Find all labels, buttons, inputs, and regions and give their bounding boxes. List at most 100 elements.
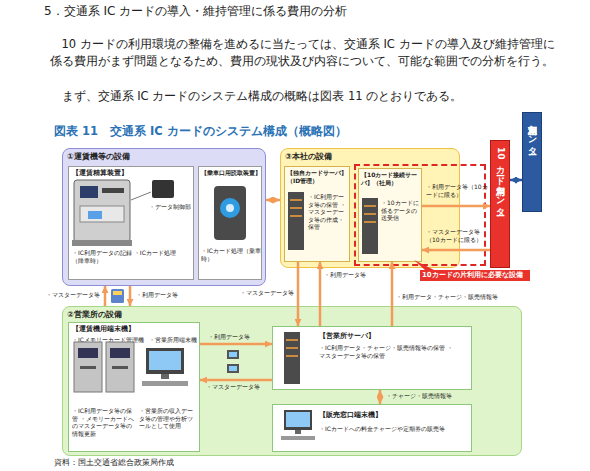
pc-stand — [295, 430, 301, 434]
memory-card-manager — [74, 342, 102, 392]
equipment-group: ②営業所の設備【運賃機用端末機】・ICメモリーカード管理機・営業所用端末機・IC… — [62, 306, 522, 456]
pc-keyboard — [281, 436, 315, 440]
box-heading: 【運賃機用端末機】 — [72, 325, 135, 333]
box-text: ・IC利用データ・チャージ・販売情報等の保管 ・マスターデータ等の保管 — [319, 344, 469, 359]
terminal-box: 【運賃機用端末機】・ICメモリーカード管理機・営業所用端末機・IC利用データ等の… — [68, 322, 200, 452]
center-box: 10カード利用センター — [490, 140, 510, 268]
server-stripe — [286, 339, 298, 341]
leader-line — [131, 192, 151, 200]
box-heading: 【乗車口用読取装置】 — [201, 169, 261, 177]
server-stripe — [286, 355, 298, 357]
fare-machine-body — [74, 180, 130, 242]
data-flow-arrow — [422, 249, 490, 252]
reader-pad — [220, 198, 240, 218]
pc-screen — [286, 412, 310, 427]
memory-card-manager — [106, 342, 134, 392]
data-flow-arrow — [422, 205, 490, 208]
body-paragraph: 10 カードの利用環境の整備を進めるに当たっては、交通系 IC カードの導入及び… — [50, 36, 555, 70]
group-heading: ①運賃機等の設備 — [67, 152, 130, 162]
manager-screen — [78, 348, 98, 358]
memory-card-chip — [113, 291, 122, 295]
body-paragraph: まず、交通系 IC カードのシステム構成の概略は図表 11 のとおりである。 — [50, 88, 555, 105]
server-stripe — [364, 221, 376, 223]
box-text: ・IC利用データの記録 ・ICカード処理（降車時） — [72, 249, 192, 264]
box-text: ・IC利用データ等の保管 ・マスターデータ等の作成・保管 — [308, 193, 348, 231]
fare-machine-panel — [80, 206, 124, 222]
center-label: 10カード利用センター — [495, 147, 506, 210]
data-flow-arrow — [129, 286, 132, 306]
server-tower — [288, 192, 304, 250]
server-stripe — [290, 199, 302, 201]
box-text: ・ICカードへの料金チャージや定期券の販売等 — [319, 425, 469, 433]
equipment-group: ①運賃機等の設備【運賃精算装置】・データ制御部・IC利用データの記録 ・ICカー… — [62, 148, 266, 286]
data-control-unit — [152, 180, 174, 198]
server-stripe — [364, 213, 376, 215]
group-heading: ③本社の設備 — [285, 152, 332, 162]
network-icon-screen — [229, 366, 237, 371]
pc-keyboard — [142, 381, 188, 386]
manager-screen — [110, 348, 130, 358]
equipment-box: 【乗車口用読取装置】・ICカード処理（乗車時） — [198, 166, 262, 280]
data-flow-arrow — [510, 179, 522, 182]
callout-label: 10カードの片利用に必要な設備 — [420, 270, 530, 281]
card-slot — [112, 366, 128, 369]
box-text: ・IC利用データ等の保管 ・メモリーカードへのマスターデータ等の情報更新 — [72, 407, 136, 437]
dashed-boundary: 10カードの片利用に必要な設備【10カード接続サーバ】（社局）・10カードに係る… — [354, 164, 486, 266]
server-tower — [284, 332, 300, 384]
source-caption: 資料：国土交通省総合政策局作成 — [54, 458, 174, 468]
part-label: ・データ制御部 — [149, 203, 193, 211]
flow-label: ・利用データ等 — [324, 271, 366, 279]
reader-pad-center — [226, 204, 234, 212]
flow-label: ・利用データ・チャージ・販売情報等 — [396, 293, 498, 301]
box-heading: 【運賃精算装置】 — [72, 169, 128, 177]
flow-label: ・利用データ等 — [136, 291, 178, 299]
network-icon-screen — [229, 352, 237, 357]
center-label: 相互利用センター — [527, 119, 538, 149]
server-stripe — [290, 207, 302, 209]
part-label: ・営業所用端末機 — [149, 336, 197, 344]
reader-body — [214, 186, 246, 240]
box-heading: 【10カード接続サーバ】（社局） — [361, 171, 421, 186]
box-heading: 【独自カードサーバ】（ID管理） — [287, 169, 349, 184]
memory-card — [111, 289, 124, 303]
server-tower — [362, 198, 378, 254]
server-stripe — [286, 347, 298, 349]
flow-label: ・マスターデータ等 — [46, 291, 100, 299]
server-box: 【営業所サーバ】・IC利用データ・チャージ・販売情報等の保管 ・マスターデータ等… — [272, 326, 472, 390]
card-slot — [80, 366, 96, 369]
box-heading: 【販売窓口端末機】 — [319, 411, 382, 419]
data-flow-arrow — [104, 286, 107, 306]
group-heading: ②営業所の設備 — [67, 310, 122, 320]
data-flow-arrow — [319, 262, 322, 326]
callout-pointer — [414, 260, 436, 271]
pc-monitor — [284, 410, 312, 430]
ic-reader-pad — [88, 211, 102, 219]
data-flow-arrow — [200, 379, 272, 382]
data-flow-arrow — [200, 343, 272, 346]
network-icon — [227, 350, 239, 359]
terminal-box: 【販売窓口端末機】・ICカードへの料金チャージや定期券の販売等 — [272, 404, 472, 452]
data-flow-arrow — [391, 262, 394, 326]
data-flow-arrow — [266, 199, 280, 202]
fare-machine-base — [72, 240, 132, 246]
server-box: 【10カード接続サーバ】（社局） ・10カードに係るデータの送受信 — [358, 168, 422, 262]
server-box: 【独自カードサーバ】（ID管理） ・IC利用データ等の保管 ・マスターデータ等の作… — [284, 166, 350, 262]
box-heading: 【営業所サーバ】 — [319, 332, 375, 340]
coin-slot — [102, 188, 124, 193]
figure-title: 図表 11 交通系 IC カードのシステム構成（概略図） — [54, 124, 347, 138]
pc-monitor — [146, 348, 184, 374]
server-stripe — [364, 205, 376, 207]
pc-stand — [161, 374, 169, 379]
part-label: ・ICメモリーカード管理機 — [72, 336, 144, 344]
data-flow-arrow — [297, 262, 300, 326]
fare-machine-screen — [80, 186, 98, 198]
box-text: ・ICカード処理（乗車時） — [201, 247, 261, 262]
center-box: 相互利用センター — [522, 112, 542, 212]
section-heading: 5．交通系 IC カードの導入・維持管理に係る費用の分析 — [44, 4, 347, 19]
server-stripe — [290, 215, 302, 217]
flow-label: ・マスターデータ等 — [240, 289, 294, 297]
equipment-box: 【運賃精算装置】・データ制御部・IC利用データの記録 ・ICカード処理（降車時） — [68, 166, 194, 280]
box-text: ・10カードに係るデータの送受信 — [381, 199, 421, 222]
